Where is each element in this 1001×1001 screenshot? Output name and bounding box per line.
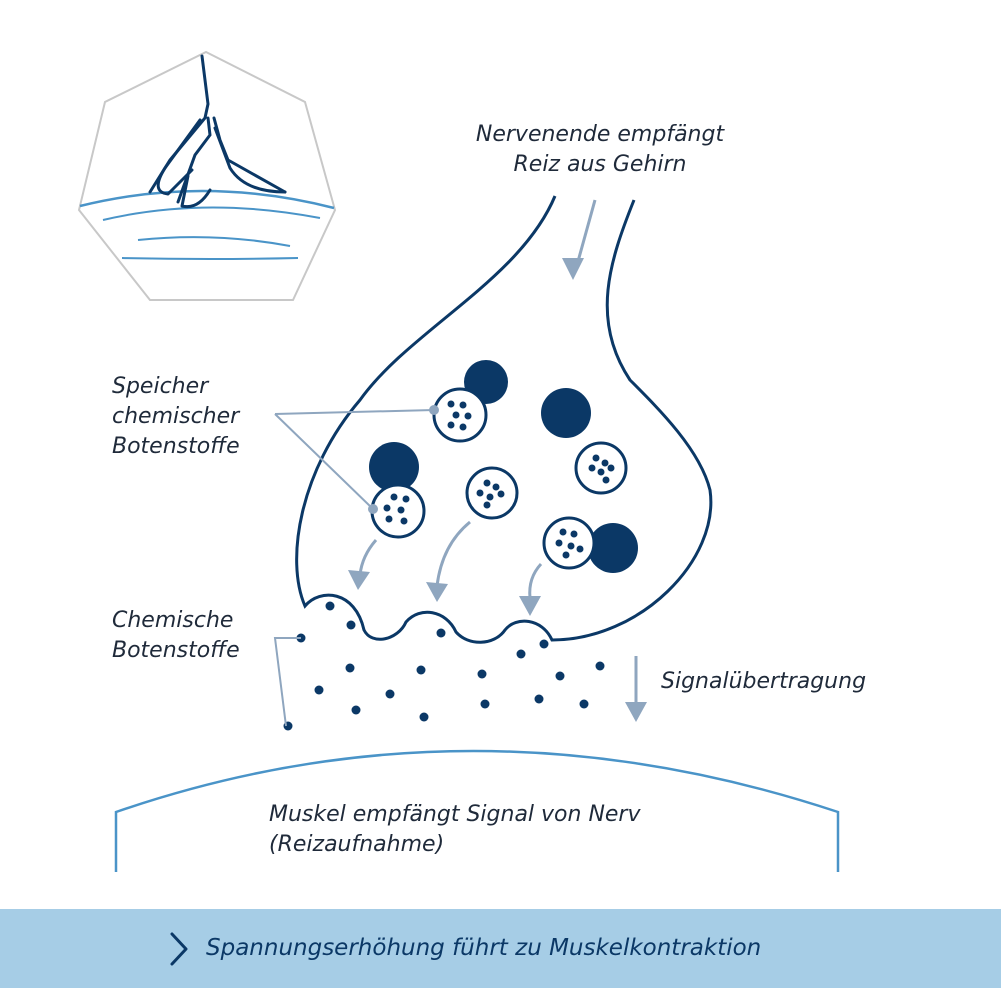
inset-muscle-line	[137, 236, 291, 247]
vesicle	[542, 516, 596, 570]
dark-organelle	[588, 523, 638, 573]
inset-nerve-overview	[77, 50, 337, 301]
inset-muscle-line	[121, 257, 299, 260]
released-neurotransmitters	[283, 601, 605, 731]
chemical-label-line: Botenstoffe	[112, 638, 240, 663]
signal-label-text: Signalübertragung	[661, 669, 867, 694]
storage-pointer-dot	[368, 504, 378, 514]
storage-pointer-dot	[429, 405, 439, 415]
vesicle	[370, 483, 426, 539]
vesicle	[574, 441, 628, 495]
signal-arrow	[625, 656, 647, 722]
chemical-pointer	[273, 637, 301, 727]
nerve-ending-label: Nervenende empfängt Reiz aus Gehirn	[455, 120, 745, 180]
inset-nerve-branch	[148, 54, 287, 204]
storage-label-line: Botenstoffe	[112, 434, 240, 459]
release-arrow	[348, 539, 378, 590]
vesicle	[432, 387, 488, 443]
chemical-label-line: Chemische	[112, 608, 234, 633]
nerve-label-line: Nervenende empfängt	[475, 122, 725, 147]
nerve-terminal-outline	[295, 195, 713, 644]
chevron-right-icon	[170, 932, 188, 966]
signal-transmission-label: Signalübertragung	[661, 667, 866, 697]
banner-text: Spannungserhöhung führt zu Muskelkontrak…	[206, 935, 762, 961]
result-banner: Spannungserhöhung führt zu Muskelkontrak…	[0, 909, 1001, 988]
release-arrow	[519, 562, 543, 616]
storage-pointer	[274, 409, 435, 510]
muscle-label-line: (Reizaufnahme)	[269, 832, 445, 857]
storage-label: Speicher chemischer Botenstoffe	[112, 372, 240, 462]
vesicle	[465, 466, 519, 520]
dark-organelle	[541, 388, 591, 438]
dark-organelle	[369, 442, 419, 492]
muscle-membrane	[114, 749, 840, 872]
muscle-label: Muskel empfängt Signal von Nerv (Reizauf…	[269, 800, 641, 860]
inset-nerve-branch	[156, 118, 287, 209]
storage-label-line: chemischer	[112, 404, 240, 429]
inset-muscle-line	[102, 206, 321, 221]
chemical-messengers-label: Chemische Botenstoffe	[112, 606, 240, 666]
release-arrow	[426, 520, 471, 602]
inset-heptagon	[77, 50, 337, 301]
storage-label-line: Speicher	[112, 374, 209, 399]
muscle-label-line: Muskel empfängt Signal von Nerv	[269, 802, 641, 827]
nerve-label-line: Reiz aus Gehirn	[513, 152, 687, 177]
inset-muscle-line	[79, 189, 335, 210]
stimulus-arrow	[562, 199, 597, 280]
